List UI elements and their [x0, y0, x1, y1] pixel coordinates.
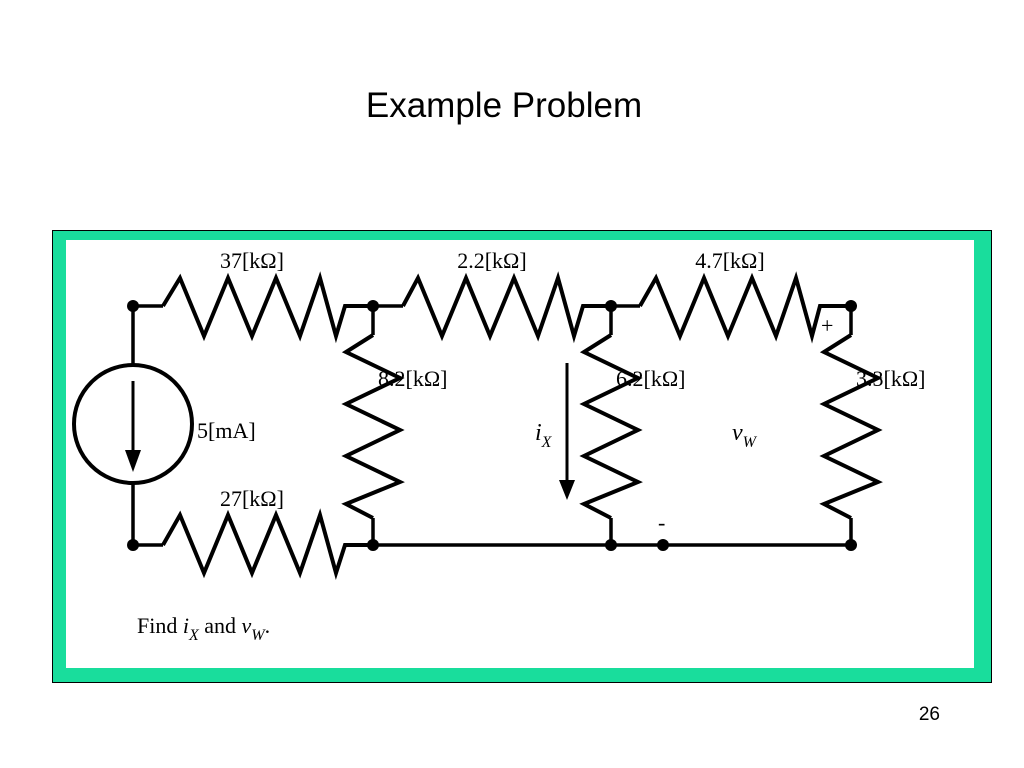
label-resistor-4-7k: 4.7[kΩ]	[695, 248, 765, 273]
current-subscript: X	[541, 434, 553, 451]
label-current-ix: iX	[535, 420, 553, 451]
node-dot	[845, 300, 857, 312]
node-dot	[657, 539, 669, 551]
node-dot	[367, 300, 379, 312]
resistor-4-7k	[638, 271, 851, 344]
label-resistor-8-2k: 8.2[kΩ]	[378, 366, 448, 391]
resistor-3-3k	[819, 333, 883, 520]
label-resistor-27k: 27[kΩ]	[220, 486, 284, 511]
question-suffix: .	[265, 613, 271, 638]
label-resistor-2-2k: 2.2[kΩ]	[457, 248, 527, 273]
question-text: Find iX and vW.	[137, 613, 270, 644]
circuit-frame-inner	[66, 240, 974, 668]
resistor-37k	[161, 271, 373, 344]
resistor-8-2k	[341, 333, 405, 520]
voltage-plus-sign: +	[821, 313, 833, 338]
question-v-symbol: v	[242, 613, 252, 638]
question-middle: and	[199, 613, 242, 638]
current-symbol: i	[535, 420, 542, 446]
node-dot	[127, 539, 139, 551]
resistor-2-2k	[401, 271, 611, 344]
circuit-frame-outline	[52, 230, 992, 683]
label-current-source: 5[mA]	[197, 418, 256, 443]
question-prefix: Find	[137, 613, 183, 638]
label-voltage-vw: vW	[732, 420, 758, 451]
question-v-subscript: W	[251, 627, 266, 644]
current-source-arrow-head-icon	[125, 450, 141, 472]
page-number: 26	[918, 704, 940, 725]
voltage-symbol: v	[732, 420, 743, 446]
voltage-minus-sign: -	[658, 510, 665, 535]
resistor-27k	[161, 508, 373, 580]
question-i-subscript: X	[188, 627, 200, 644]
question-i-symbol: i	[183, 613, 189, 638]
voltage-subscript: W	[743, 434, 758, 451]
node-dot	[605, 300, 617, 312]
slide-title: Example Problem	[365, 86, 643, 125]
node-dot	[605, 539, 617, 551]
current-arrow-head-icon	[559, 480, 575, 500]
label-resistor-3-3k: 3.3[kΩ]	[856, 366, 926, 391]
label-resistor-6-2k: 6.2[kΩ]	[616, 366, 686, 391]
node-dot	[845, 539, 857, 551]
node-dot	[127, 300, 139, 312]
resistor-6-2k	[579, 333, 643, 520]
label-resistor-37k: 37[kΩ]	[220, 248, 284, 273]
node-dot	[367, 539, 379, 551]
